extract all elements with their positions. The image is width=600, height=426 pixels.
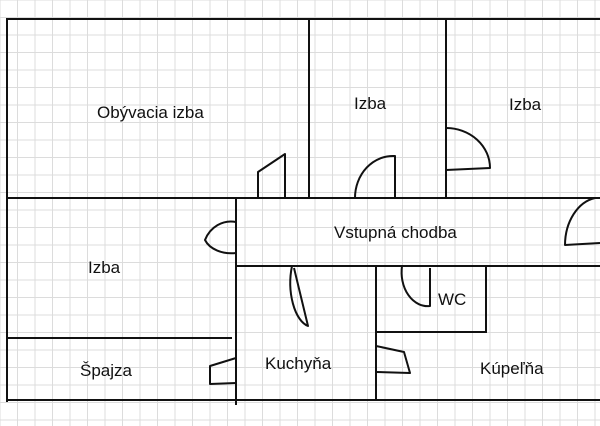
- walls: [6, 18, 600, 405]
- room-labels: Obývacia izba Izba Izba Vstupná chodba I…: [80, 94, 544, 380]
- door-entrance: [564, 197, 600, 246]
- door-wc: [400, 265, 431, 308]
- label-room-top-right: Izba: [509, 95, 542, 114]
- label-kitchen: Kuchyňa: [265, 354, 332, 373]
- label-wc: WC: [438, 290, 466, 309]
- doors: [204, 127, 600, 385]
- door-izba-left: [204, 220, 237, 255]
- door-kitchen: [289, 265, 309, 327]
- label-room-left: Izba: [88, 258, 121, 277]
- label-bathroom: Kúpeľňa: [480, 359, 544, 378]
- door-izba-right: [445, 127, 491, 171]
- label-pantry: Špajza: [80, 361, 133, 380]
- door-pantry: [209, 357, 237, 385]
- label-living-room: Obývacia izba: [97, 103, 204, 122]
- door-izba-middle: [353, 154, 396, 199]
- label-hallway: Vstupná chodba: [334, 223, 457, 242]
- label-room-top-middle: Izba: [354, 94, 387, 113]
- door-living-room: [257, 153, 286, 198]
- door-bathroom: [375, 345, 411, 374]
